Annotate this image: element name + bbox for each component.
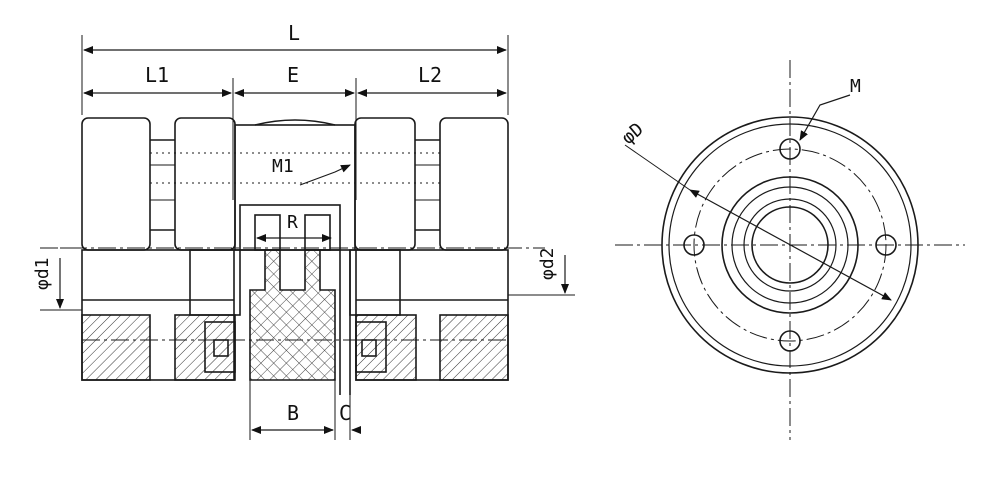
label-L: L	[288, 21, 300, 45]
leader-M	[799, 94, 851, 141]
label-L1: L1	[145, 63, 169, 87]
label-phi-d2: φd2	[537, 247, 558, 280]
dimension-phi-d1	[40, 247, 82, 311]
label-C: C	[339, 401, 351, 425]
side-view	[40, 35, 575, 440]
label-phi-D: φD	[618, 119, 648, 149]
front-view	[615, 60, 965, 440]
dimension-phi-D	[689, 189, 892, 301]
leader-M1	[299, 164, 351, 186]
bolt-hole-top	[779, 138, 801, 160]
dimension-phi-d2	[508, 255, 575, 296]
label-M: M	[850, 76, 861, 97]
dimension-L	[81, 35, 509, 115]
lower-section-view	[81, 204, 509, 395]
label-R: R	[287, 212, 298, 233]
dimension-B-C	[249, 380, 361, 440]
label-E: E	[287, 63, 299, 87]
label-phi-d1: φd1	[32, 257, 53, 290]
dimension-L1-E-L2	[83, 78, 507, 200]
bolt-hole-bottom	[779, 330, 801, 352]
label-B: B	[287, 401, 299, 425]
label-M1: M1	[272, 156, 294, 177]
label-L2: L2	[418, 63, 442, 87]
outer-flange-circle	[661, 116, 919, 374]
